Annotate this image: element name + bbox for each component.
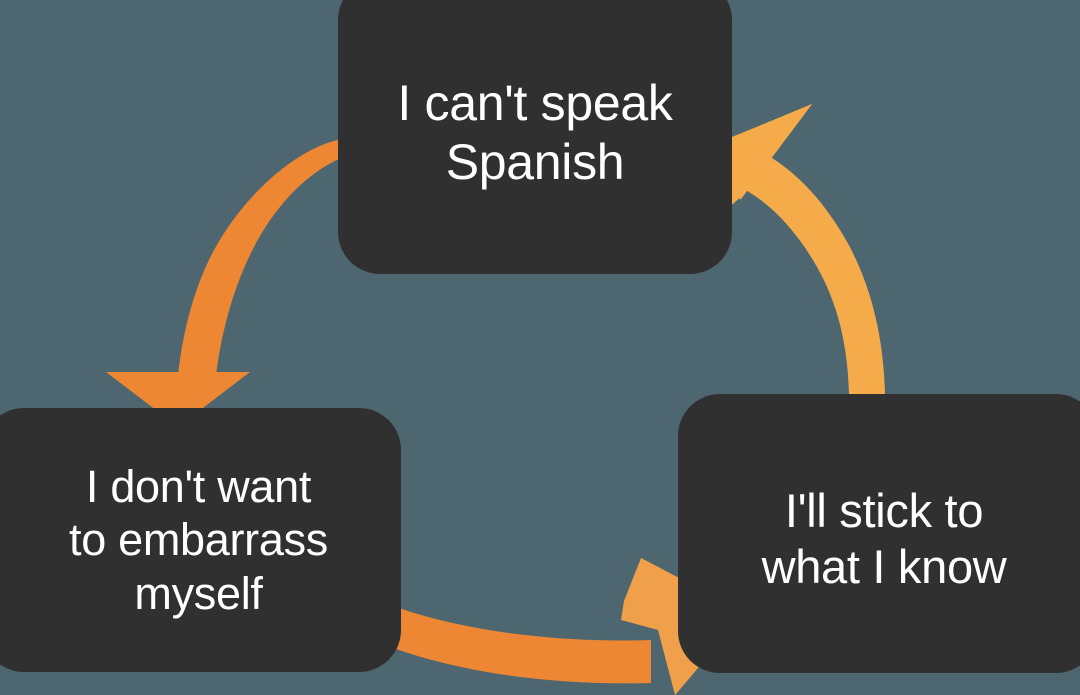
node-stick-to-what-i-know: I'll stick to what I know <box>678 394 1080 673</box>
node-cant-speak-spanish: I can't speak Spanish <box>338 0 732 274</box>
node-label: I'll stick to what I know <box>761 484 1007 593</box>
arrow-top-to-left-shaft <box>178 140 350 376</box>
node-label: I don't want to embarrass myself <box>69 461 328 619</box>
arrow-top-to-left <box>106 140 350 427</box>
arrow-right-to-top-shaft <box>742 150 885 396</box>
arrow-top-to-left-head <box>106 372 250 427</box>
node-label: I can't speak Spanish <box>397 75 673 190</box>
node-dont-want-to-embarrass-myself: I don't want to embarrass myself <box>0 408 401 672</box>
arrow-left-to-right-shaft <box>375 602 651 684</box>
arrow-right-to-top-head-wing <box>710 104 812 225</box>
